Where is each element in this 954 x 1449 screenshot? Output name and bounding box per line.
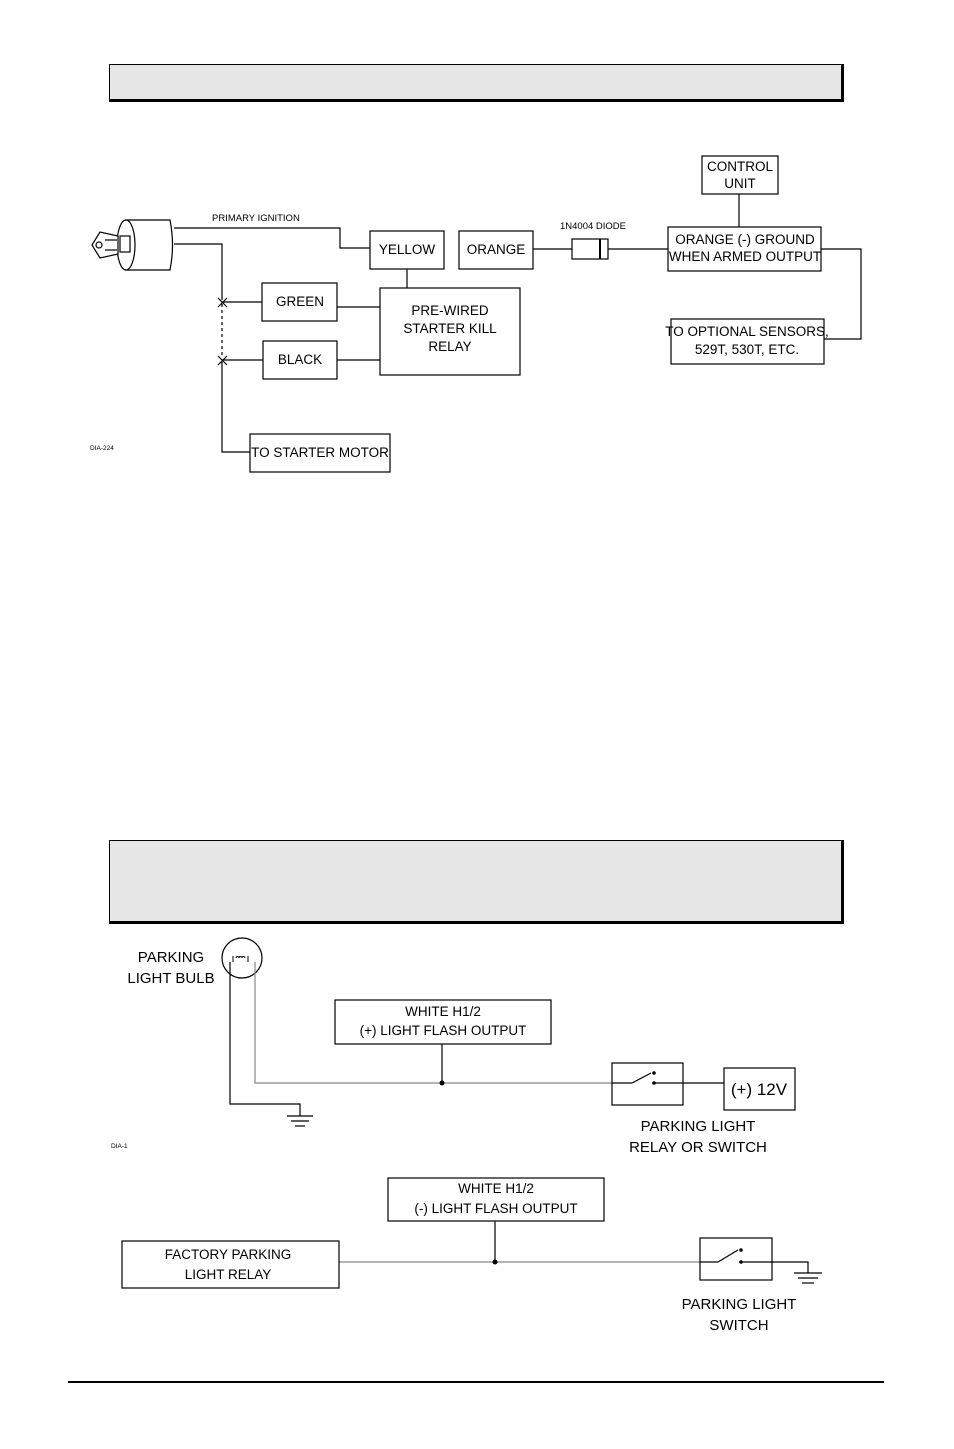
green-label: GREEN — [276, 294, 324, 309]
diagram-id-1: DIA-1 — [111, 1143, 128, 1150]
black-wire-box — [262, 340, 338, 380]
white-h12-negative-box — [387, 1177, 605, 1222]
orange-ground-label-2: WHEN ARMED OUTPUT — [669, 249, 821, 264]
switch-icon — [700, 1248, 772, 1264]
ground-icon — [287, 1115, 313, 1127]
sensors-label-2: 529T, 530T, ETC. — [695, 342, 799, 357]
starter-motor-box — [249, 433, 391, 473]
diode-icon — [571, 238, 609, 260]
section-header-bar-top — [109, 64, 844, 102]
orange-ground-output-box — [667, 226, 822, 272]
positive-light-flash-diagram — [221, 937, 796, 1127]
ground-icon — [794, 1272, 822, 1284]
white-h12-positive-box — [334, 999, 552, 1045]
parking-light-switch-box — [699, 1237, 773, 1281]
parking-light-relay-box — [611, 1062, 684, 1106]
control-unit-box — [701, 155, 779, 195]
white-negative-label-1: WHITE H1/2 — [458, 1181, 534, 1196]
factory-relay-label-1: FACTORY PARKING — [165, 1247, 292, 1262]
switch-icon — [612, 1071, 683, 1085]
white-positive-label-1: WHITE H1/2 — [405, 1004, 481, 1019]
white-negative-label-2: (-) LIGHT FLASH OUTPUT — [414, 1201, 577, 1216]
diagram-id-224: DIA-224 — [90, 445, 114, 452]
yellow-wire-box — [369, 230, 445, 270]
relay-switch-label-1: PARKING LIGHT — [641, 1118, 756, 1135]
bulb-label-1: PARKING — [138, 949, 204, 966]
switch-label-2: SWITCH — [709, 1317, 768, 1334]
black-label: BLACK — [278, 352, 322, 367]
orange-label: ORANGE — [467, 242, 526, 257]
starter-kill-relay-box — [379, 287, 521, 376]
supply-12v-box — [723, 1067, 796, 1111]
control-unit-label-1: CONTROL — [707, 159, 773, 174]
control-unit-label-2: UNIT — [724, 176, 756, 191]
starter-kill-labels: PRIMARY IGNITION 1N4004 DIODE YELLOW ORA… — [90, 159, 829, 460]
starter-kill-diagram — [91, 155, 862, 473]
orange-ground-label-1: ORANGE (-) GROUND — [675, 232, 815, 247]
sensors-label-1: TO OPTIONAL SENSORS, — [665, 324, 829, 339]
page-footer-rule — [68, 1381, 884, 1383]
optional-sensors-box — [670, 318, 825, 365]
positive-light-flash-labels: PARKING LIGHT BULB WHITE H1/2 (+) LIGHT … — [111, 949, 788, 1156]
white-positive-label-2: (+) LIGHT FLASH OUTPUT — [360, 1023, 527, 1038]
orange-wire-box — [458, 230, 534, 270]
ignition-key-icon — [91, 219, 174, 271]
supply-12v-label: (+) 12V — [731, 1080, 788, 1099]
relay-label-1: PRE-WIRED — [411, 303, 489, 318]
primary-ignition-label: PRIMARY IGNITION — [212, 213, 300, 224]
negative-light-flash-diagram — [121, 1177, 822, 1289]
green-wire-box — [261, 282, 338, 322]
relay-label-3: RELAY — [428, 339, 471, 354]
factory-relay-label-2: LIGHT RELAY — [185, 1267, 272, 1282]
factory-parking-relay-box — [121, 1240, 340, 1289]
bulb-label-2: LIGHT BULB — [127, 970, 214, 987]
relay-label-2: STARTER KILL — [403, 321, 497, 336]
parking-light-bulb-icon — [221, 937, 263, 979]
negative-light-flash-labels: WHITE H1/2 (-) LIGHT FLASH OUTPUT FACTOR… — [165, 1181, 797, 1334]
yellow-label: YELLOW — [379, 242, 436, 257]
diode-label: 1N4004 DIODE — [560, 221, 626, 232]
switch-label-1: PARKING LIGHT — [682, 1296, 797, 1313]
section-header-bar-middle — [109, 840, 844, 924]
relay-switch-label-2: RELAY OR SWITCH — [629, 1139, 767, 1156]
starter-motor-label: TO STARTER MOTOR — [251, 445, 389, 460]
